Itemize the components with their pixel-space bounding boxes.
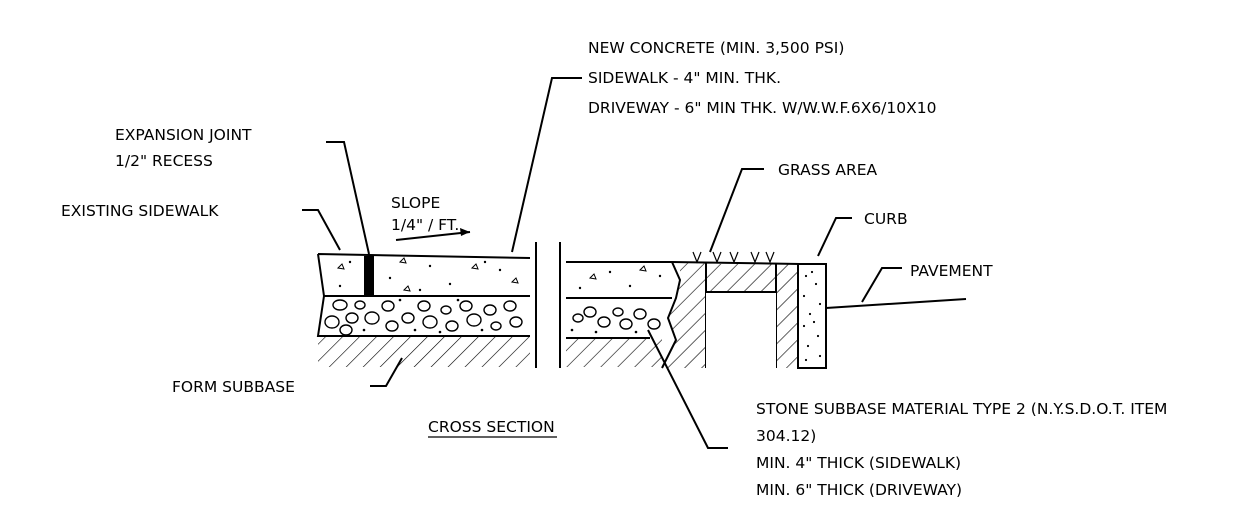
concrete-aggregate xyxy=(336,257,519,292)
label-curb: CURB xyxy=(864,210,908,228)
earth-hatch-left xyxy=(318,337,530,367)
label-stone-subbase-3: MIN. 4" THICK (SIDEWALK) xyxy=(756,454,961,472)
label-grass-area: GRASS AREA xyxy=(778,161,878,179)
concrete-aggregate-right xyxy=(578,265,662,290)
grass-area-earth xyxy=(662,261,801,368)
label-pavement: PAVEMENT xyxy=(910,262,993,280)
label-expansion-joint-1: EXPANSION JOINT xyxy=(115,126,252,144)
stone-subbase-right xyxy=(570,306,661,334)
label-existing-sidewalk: EXISTING SIDEWALK xyxy=(61,202,219,220)
label-form-subbase: FORM SUBBASE xyxy=(172,378,295,396)
earth-hatch-right xyxy=(566,339,662,367)
right-section xyxy=(566,251,967,369)
label-new-concrete-1: NEW CONCRETE (MIN. 3,500 PSI) xyxy=(588,39,844,57)
label-cross-section: CROSS SECTION xyxy=(428,418,555,436)
curb xyxy=(797,263,827,369)
leader-lines xyxy=(302,77,902,449)
label-slope-1: SLOPE xyxy=(391,194,440,212)
pavement-line xyxy=(825,298,967,309)
stone-subbase-left xyxy=(324,298,523,336)
label-new-concrete-3: DRIVEWAY - 6" MIN THK. W/W.W.F.6X6/10X10 xyxy=(588,99,936,117)
label-stone-subbase-1: STONE SUBBASE MATERIAL TYPE 2 (N.Y.S.D.O… xyxy=(756,400,1167,418)
labels: NEW CONCRETE (MIN. 3,500 PSI) SIDEWALK -… xyxy=(61,39,1167,499)
grass-ticks xyxy=(692,251,775,264)
expansion-joint xyxy=(364,256,374,296)
label-expansion-joint-2: 1/2" RECESS xyxy=(115,152,213,170)
break-lines xyxy=(535,242,561,368)
left-section xyxy=(316,253,531,367)
label-stone-subbase-4: MIN. 6" THICK (DRIVEWAY) xyxy=(756,481,962,499)
label-stone-subbase-2: 304.12) xyxy=(756,427,816,445)
label-new-concrete-2: SIDEWALK - 4" MIN. THK. xyxy=(588,69,781,87)
label-slope-2: 1/4" / FT. xyxy=(391,216,459,234)
